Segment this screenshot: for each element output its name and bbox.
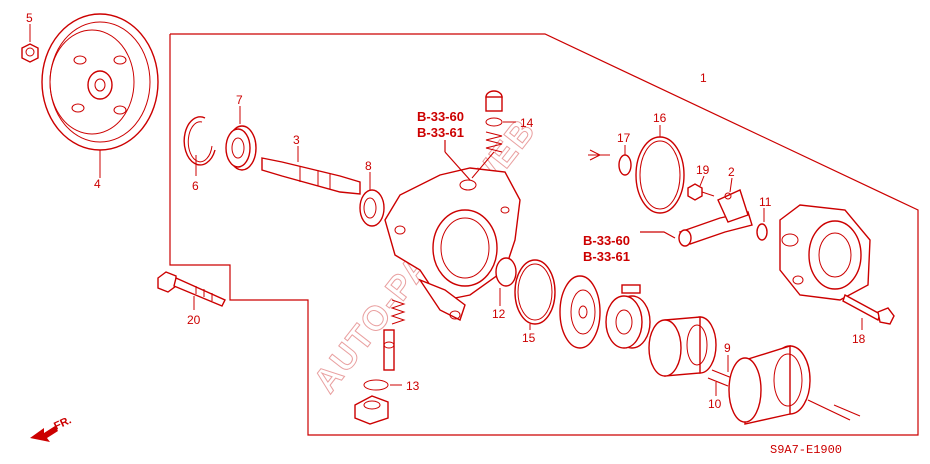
diagram-code: S9A7-E1900 bbox=[770, 443, 842, 457]
callout-10: 10 bbox=[708, 397, 722, 411]
shaft-part[interactable] bbox=[261, 146, 361, 195]
bearing-part[interactable] bbox=[225, 106, 257, 171]
callout-13: 13 bbox=[406, 379, 420, 393]
callout-16: 16 bbox=[653, 111, 667, 125]
snap-ring-part[interactable] bbox=[183, 116, 216, 176]
callout-4: 4 bbox=[94, 177, 101, 191]
bolt-18-part[interactable] bbox=[842, 293, 895, 330]
callout-6: 6 bbox=[192, 179, 199, 193]
direction-arrows bbox=[588, 149, 861, 417]
pump-body[interactable] bbox=[384, 167, 521, 321]
pins-part[interactable] bbox=[707, 355, 733, 396]
callout-14: 14 bbox=[520, 116, 534, 130]
gasket-16-part[interactable] bbox=[635, 125, 685, 214]
callout-2: 2 bbox=[728, 165, 735, 179]
side-plate-part[interactable] bbox=[559, 275, 601, 349]
reference-top-line2: B-33-61 bbox=[417, 125, 464, 140]
callout-7: 7 bbox=[236, 93, 243, 107]
reference-top-line1: B-33-60 bbox=[417, 109, 464, 124]
plug-top-part[interactable] bbox=[471, 90, 516, 179]
rear-cover-part[interactable] bbox=[779, 204, 871, 301]
front-direction-indicator: FR. bbox=[30, 414, 73, 442]
reference-leaders bbox=[444, 140, 676, 239]
nut-part[interactable] bbox=[21, 24, 39, 63]
pulley-part[interactable] bbox=[41, 13, 159, 178]
callout-11: 11 bbox=[759, 195, 772, 209]
callout-12: 12 bbox=[492, 307, 506, 321]
callout-17: 17 bbox=[617, 131, 631, 145]
callout-18: 18 bbox=[852, 332, 866, 346]
flow-valve-part[interactable] bbox=[354, 299, 406, 425]
callout-8: 8 bbox=[365, 159, 372, 173]
reference-label-top[interactable]: B-33-60 B-33-61 bbox=[417, 109, 464, 140]
callout-9: 9 bbox=[724, 341, 731, 355]
callout-19: 19 bbox=[696, 163, 710, 177]
callout-1: 1 bbox=[700, 71, 707, 85]
callout-3: 3 bbox=[293, 133, 300, 147]
assembly-frame bbox=[169, 33, 919, 436]
ring-housing-part[interactable] bbox=[728, 345, 851, 425]
seal-part[interactable] bbox=[359, 172, 385, 227]
cam-ring-part[interactable] bbox=[648, 316, 717, 377]
o-ring-12-part[interactable] bbox=[495, 257, 517, 306]
inlet-joint-part[interactable] bbox=[678, 175, 768, 247]
callout-5: 5 bbox=[26, 11, 33, 25]
reference-right-line2: B-33-61 bbox=[583, 249, 630, 264]
bolt-20-part[interactable] bbox=[157, 271, 226, 310]
callout-15: 15 bbox=[522, 331, 536, 345]
front-arrow-icon bbox=[30, 426, 58, 442]
o-ring-15-part[interactable] bbox=[514, 259, 556, 330]
o-ring-17-part[interactable] bbox=[618, 145, 632, 176]
front-label: FR. bbox=[52, 414, 73, 432]
reference-right-line1: B-33-60 bbox=[583, 233, 630, 248]
callout-20: 20 bbox=[187, 313, 201, 327]
reference-label-right[interactable]: B-33-60 B-33-61 bbox=[583, 233, 630, 264]
rotor-part[interactable] bbox=[605, 284, 651, 349]
